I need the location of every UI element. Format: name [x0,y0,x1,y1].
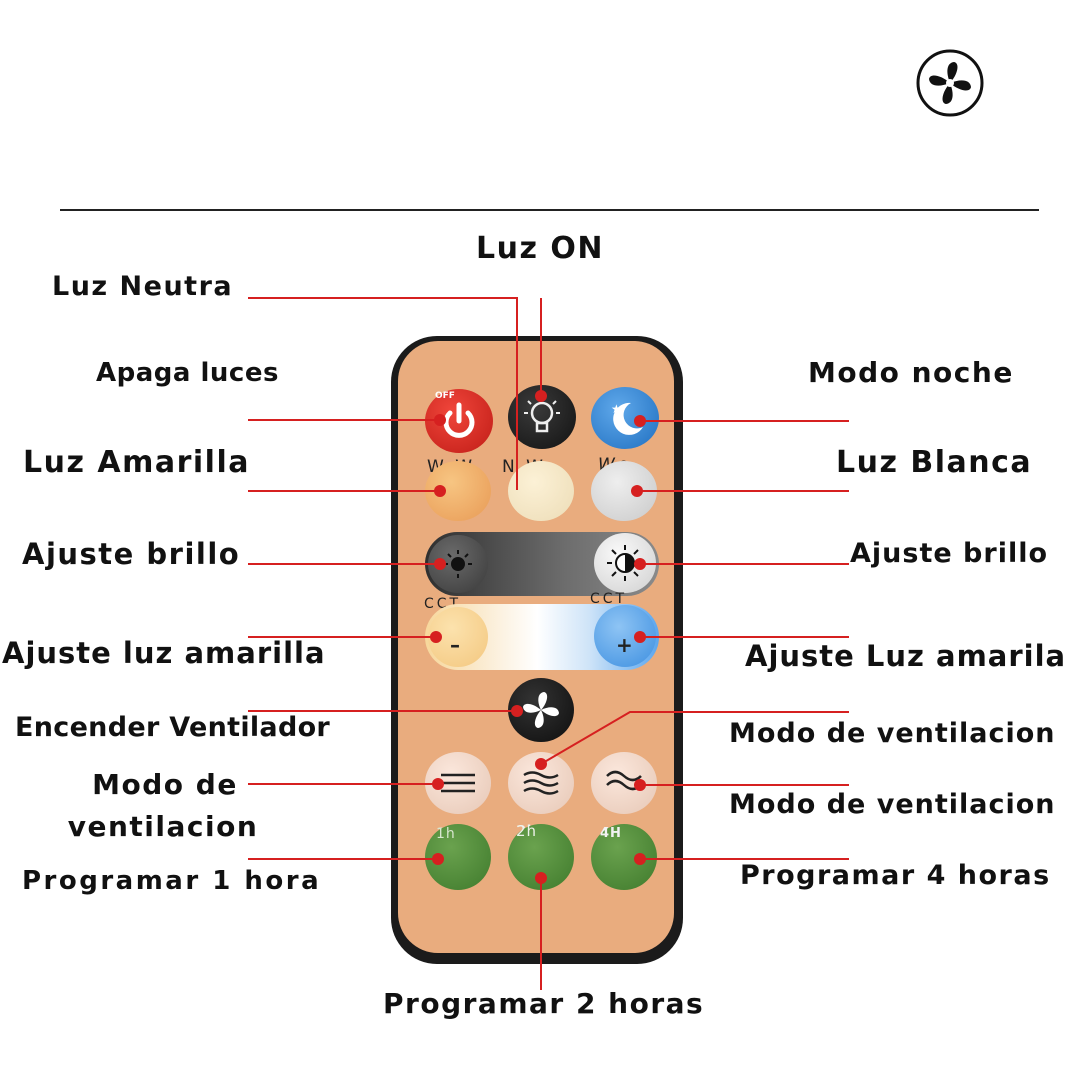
dot-yellow-adjust-right [634,631,646,643]
dot-yellow-adjust-left [430,631,442,643]
dot-light-on [535,390,547,402]
label-fan-mode-right-2: Modo de ventilacion [729,789,1056,820]
cct-right-label: CCT [590,591,628,607]
timer-1h-text: 1h [436,826,456,842]
dot-night-mode [634,415,646,427]
label-light-on: Luz ON [476,231,604,266]
neutral-light-button[interactable] [508,461,574,521]
timer-2h-text: 2h [516,822,538,840]
off-text: OFF [435,391,455,401]
moon-icon: ★ [611,402,643,435]
label-yellow-light: Luz Amarilla [23,445,250,480]
power-icon [443,402,475,438]
fan-logo [916,49,984,117]
plus-symbol: + [616,633,633,657]
sun-bright-icon [607,545,643,581]
label-brightness-left: Ajuste brillo [22,537,241,571]
label-timer-2h: Programar 2 horas [383,987,705,1020]
label-yellow-adjust-right: Ajuste Luz amarila [745,639,1067,673]
dot-brightness-left [434,558,446,570]
leader-neutral-light [248,297,518,490]
lines-icon [441,773,475,793]
label-lights-off: Apaga luces [96,358,279,388]
minus-symbol: – [450,633,460,657]
dot-timer-1h [432,853,444,865]
wave-icon [523,771,559,795]
dot-fan-on [511,705,523,717]
label-fan-mode-left-1: Modo de [92,768,238,801]
label-neutral-light: Luz Neutra [52,271,234,302]
label-timer-4h: Programar 4 horas [740,860,1051,891]
dot-timer-2h [535,872,547,884]
label-timer-1h: Programar 1 hora [22,866,322,896]
header-divider [60,209,1039,211]
dot-fan-mode-right-2 [634,779,646,791]
fan-icon [916,49,984,117]
svg-text:★: ★ [611,402,622,416]
label-fan-on: Encender Ventilador [15,712,331,743]
dot-fan-mode-right-1 [535,758,547,770]
timer-4h-text: 4H [600,826,622,841]
timer-4h-button[interactable] [591,824,657,890]
label-brightness-right: Ajuste brillo [850,538,1049,569]
bulb-icon [524,395,560,433]
dot-brightness-right [634,558,646,570]
night-mode-button[interactable]: ★ [591,387,659,449]
label-fan-mode-left-2: ventilacion [67,810,259,843]
fan-icon [523,692,559,728]
label-night-mode: Modo noche [808,356,1014,389]
brightness-up-button[interactable] [594,533,656,593]
dot-yellow-light [434,485,446,497]
dot-white-light [631,485,643,497]
leader-fan-mode-right-1 [540,711,849,765]
dot-lights-off [434,414,446,426]
label-yellow-adjust-left: Ajuste luz amarilla [2,636,326,670]
dot-fan-mode-left [432,778,444,790]
label-fan-mode-right-1: Modo de ventilacion [729,718,1056,749]
dot-timer-4h [634,853,646,865]
label-white-light: Luz Blanca [836,445,1033,480]
